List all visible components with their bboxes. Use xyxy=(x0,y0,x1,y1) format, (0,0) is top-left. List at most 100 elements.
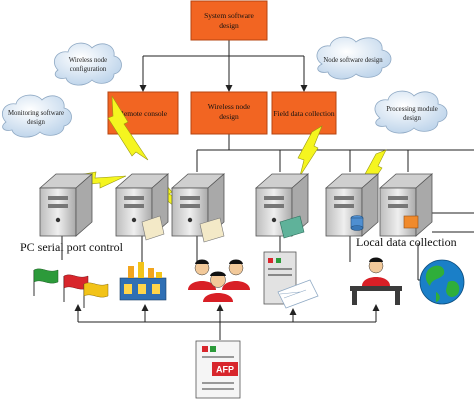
server-drive xyxy=(264,196,284,200)
afp-button xyxy=(210,346,216,352)
printer-button xyxy=(276,258,281,263)
desk-leg xyxy=(395,291,400,305)
box-wireless-node-design-rect xyxy=(190,91,268,135)
person-hair xyxy=(195,259,209,264)
server-led xyxy=(187,217,193,223)
cloud-wireless-node-configuration: Wireless node configuration xyxy=(54,42,122,86)
afp-document-icon: AFP xyxy=(195,340,241,399)
top-box: System software design xyxy=(190,0,268,41)
box-wireless-line2: design xyxy=(219,112,239,121)
top-box-line2: design xyxy=(219,21,239,30)
server-drive xyxy=(48,204,68,208)
module-card-icon xyxy=(403,215,419,229)
person-body xyxy=(203,293,233,302)
top-box-line1: System software xyxy=(204,11,254,20)
cloud-monitoring-line2: design xyxy=(27,119,45,126)
factory-chimney xyxy=(128,266,134,278)
person-hair xyxy=(229,259,243,264)
flags-icon xyxy=(33,268,109,308)
flag-green xyxy=(33,268,59,284)
cloud-processing-line1: Processing module xyxy=(386,106,438,113)
server-led xyxy=(131,217,137,223)
box-field-data-collection-rect xyxy=(271,91,337,135)
printer-button xyxy=(268,258,273,263)
server-pc-4 xyxy=(254,173,310,239)
desk-top xyxy=(350,286,402,291)
server-front xyxy=(39,187,77,237)
cloud-processing-line2: design xyxy=(403,115,421,122)
server-front xyxy=(379,187,417,237)
factory-window xyxy=(138,284,146,294)
factory-chimney xyxy=(148,268,154,278)
server-pc-6 xyxy=(378,173,434,237)
printer-slot xyxy=(268,274,292,276)
factory-window xyxy=(152,284,160,294)
server-pc-3 xyxy=(170,173,226,243)
envelope-icon xyxy=(277,279,319,309)
cloud-wireless-node-configuration-shape xyxy=(54,42,122,86)
server-drive xyxy=(180,204,200,208)
cloud-node-software-design-shape xyxy=(316,36,392,80)
server-pc-1 xyxy=(38,173,94,237)
afp-badge xyxy=(212,362,238,376)
person-body xyxy=(222,281,250,290)
server-drive xyxy=(388,204,408,208)
factory-icon xyxy=(119,262,167,301)
label-pc-serial-port-control: PC serial port control xyxy=(20,240,124,254)
desk-leg xyxy=(352,291,357,305)
box-field-line1: Field data collection xyxy=(273,109,334,118)
desk-person-body xyxy=(362,277,390,286)
network-card-icon xyxy=(279,215,305,239)
cloud-processing-module-design-shape xyxy=(374,90,448,134)
cloud-monitoring-software-design-shape xyxy=(2,94,72,138)
box-wireless-line1: Wireless node xyxy=(208,102,251,111)
box-remote-console-line1: Remote console xyxy=(119,109,168,118)
factory-chimney xyxy=(156,272,162,278)
globe-land xyxy=(425,265,445,286)
factory-chimney xyxy=(138,262,144,278)
afp-label: AFP xyxy=(216,365,234,375)
factory-window xyxy=(124,284,132,294)
afp-line xyxy=(202,382,234,384)
person-body xyxy=(188,281,216,290)
top-box-rect xyxy=(190,0,268,41)
server-drive xyxy=(334,204,354,208)
cloud-wireless-line1: Wireless node xyxy=(69,57,107,64)
document-card-icon xyxy=(199,217,225,243)
server-drive xyxy=(124,204,144,208)
lightning-icon xyxy=(297,125,323,177)
document-card-icon xyxy=(141,215,165,241)
server-drive xyxy=(48,196,68,200)
cloud-processing-module-design: Processing module design xyxy=(374,90,448,134)
afp-button xyxy=(202,346,208,352)
people-icon xyxy=(188,259,250,302)
server-pc-2 xyxy=(114,173,170,241)
afp-line xyxy=(202,356,234,358)
person-at-desk-icon xyxy=(350,257,402,305)
server-pc-5 xyxy=(324,173,380,237)
printer-icon xyxy=(263,251,319,309)
database-bottom xyxy=(350,225,364,231)
afp-line xyxy=(202,388,234,390)
server-led xyxy=(55,217,61,223)
server-drive xyxy=(180,196,200,200)
flag-yellow xyxy=(83,282,109,298)
printer-slot xyxy=(268,268,292,270)
server-led xyxy=(271,217,277,223)
server-drive xyxy=(388,196,408,200)
cloud-wireless-line2: configuration xyxy=(70,66,107,73)
cloud-monitoring-line1: Monitoring software xyxy=(8,110,64,117)
server-side xyxy=(75,173,93,237)
globe-land xyxy=(446,280,460,297)
label-local-data-collection: Local data collection xyxy=(356,235,457,249)
globe-ocean xyxy=(419,259,465,305)
server-drive xyxy=(334,196,354,200)
cloud-node-software-line1: Node software design xyxy=(323,57,383,64)
globe-icon xyxy=(419,259,465,305)
cloud-monitoring-software-design: Monitoring software design xyxy=(2,94,72,138)
box-wireless-node-design: Wireless node design xyxy=(190,91,268,135)
globe-land xyxy=(436,292,440,302)
desk-person-hair xyxy=(369,257,383,262)
